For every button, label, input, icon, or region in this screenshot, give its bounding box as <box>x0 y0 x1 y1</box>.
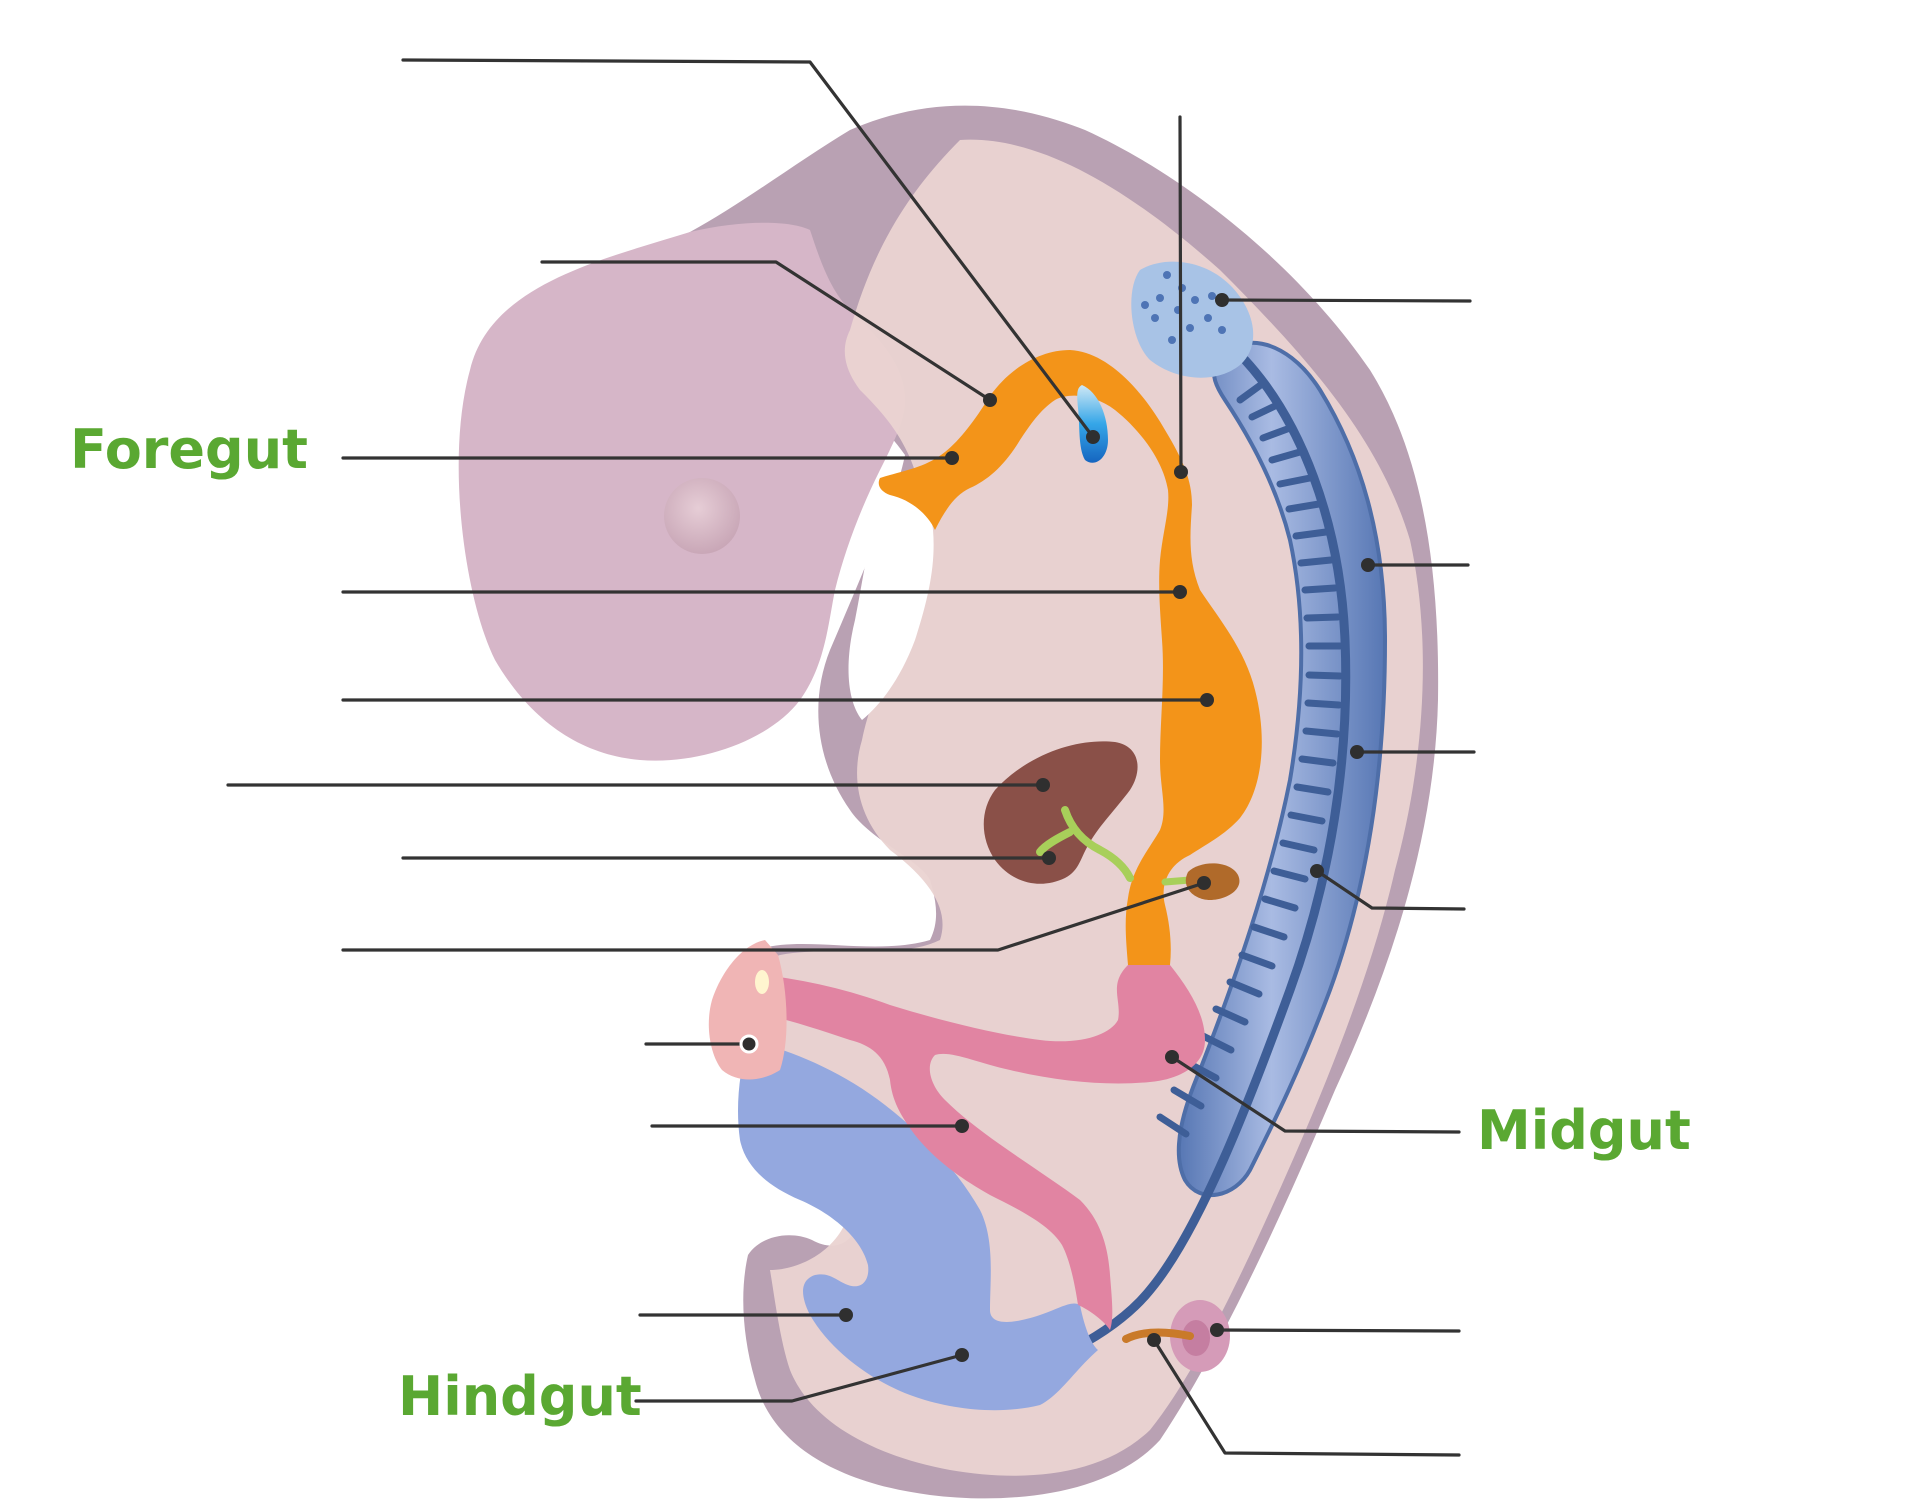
leader-line-17 <box>1315 869 1466 911</box>
dot-icon <box>955 1348 969 1362</box>
liver <box>983 741 1138 884</box>
pronephros <box>1131 261 1254 378</box>
leader-line-1 <box>401 58 1095 439</box>
foregut-label: Foregut <box>70 418 308 481</box>
pancreas <box>1185 863 1240 900</box>
allantois-opening <box>755 970 769 994</box>
mesonephric-tubules <box>1156 380 1344 1138</box>
dot-icon <box>1174 465 1188 479</box>
mesonephric-duct <box>1070 355 1351 1353</box>
leader-line-3 <box>540 260 992 402</box>
dot-icon <box>1086 430 1100 444</box>
dot-icon <box>1165 1050 1179 1064</box>
dot-icon <box>1210 1323 1224 1337</box>
bile-duct <box>1061 806 1134 882</box>
cloacal-duct <box>1122 1328 1194 1343</box>
foregut-tube <box>878 350 1262 965</box>
leader-line-9 <box>341 881 1206 952</box>
midgut-label: Midgut <box>1477 1099 1691 1162</box>
dot-icon <box>955 1119 969 1133</box>
pharyngeal-cleft <box>848 486 934 720</box>
leader-endpoints <box>739 293 1375 1362</box>
dot-icon <box>1310 864 1324 878</box>
dot-icon <box>1200 693 1214 707</box>
leader-line-20 <box>1152 1338 1461 1457</box>
dot-icon <box>1350 745 1364 759</box>
leader-line-18 <box>1170 1055 1461 1134</box>
dot-icon <box>1147 1333 1161 1347</box>
leader-lines <box>226 58 1476 1457</box>
eye <box>664 478 740 554</box>
lung-bud <box>1077 385 1108 463</box>
mesonephros <box>1070 261 1388 1353</box>
gallbladder <box>1036 828 1074 856</box>
gut-tube <box>708 350 1262 1411</box>
dot-icon <box>1361 558 1375 572</box>
dot-icon <box>1197 876 1211 890</box>
leader-line-14 <box>1220 298 1472 303</box>
leader-line-19 <box>1215 1328 1461 1333</box>
dot-icon <box>739 1034 759 1054</box>
dot-icon <box>1036 778 1050 792</box>
dot-icon <box>1215 293 1229 307</box>
dot-icon <box>945 451 959 465</box>
yolk-stalk <box>765 965 1205 1330</box>
dot-icon <box>983 393 997 407</box>
dot-icon <box>1042 851 1056 865</box>
dot-icon <box>839 1308 853 1322</box>
hindgut-cloaca <box>737 1040 1098 1411</box>
genital-tubercle-core <box>1182 1320 1210 1356</box>
umbilical-stump <box>708 940 787 1080</box>
leader-line-2 <box>1178 115 1183 474</box>
dot-icon <box>1173 585 1187 599</box>
hindgut-label: Hindgut <box>398 1365 642 1428</box>
leader-line-13 <box>634 1353 964 1403</box>
